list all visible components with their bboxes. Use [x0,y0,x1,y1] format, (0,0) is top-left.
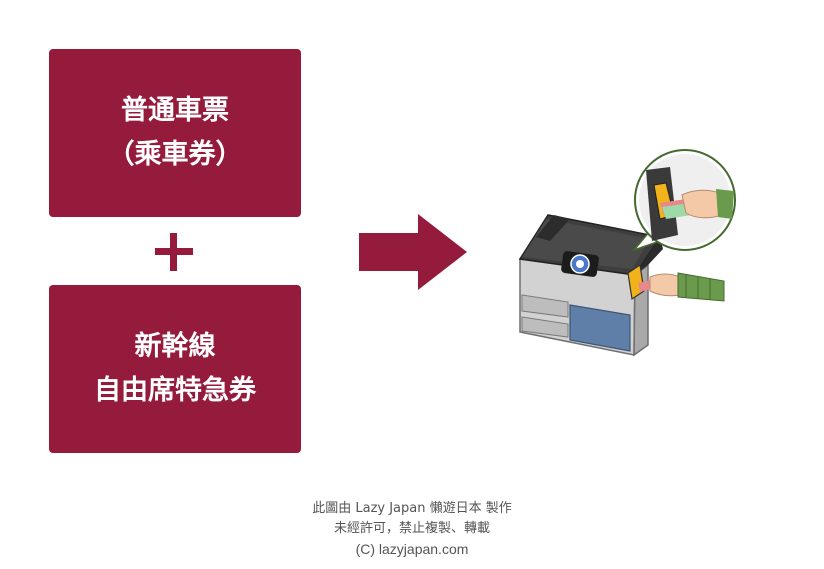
ticket-gate-illustration [518,149,736,357]
plus-icon [155,233,193,271]
card-top-line1: 普通車票 [121,95,229,126]
footer-line3: (C) lazyjapan.com [355,541,469,557]
ticket-card-shinkansen: 新幹線 自由席特急券 [49,285,301,453]
card-top-line2: （乘車券） [107,139,243,170]
footer-line2: 未經許可，禁止複製、轉載 [333,521,490,536]
ticket-card-regular: 普通車票 （乘車券） [49,49,301,217]
card-bottom-line2: 自由席特急券 [94,375,256,406]
card-bottom-line1: 新幹線 [134,331,216,362]
copyright-footer: 此圖由 Lazy Japan 懶遊日本 製作 未經許可，禁止複製、轉載 (C) … [212,499,612,559]
footer-line1: 此圖由 Lazy Japan 懶遊日本 製作 [312,501,512,516]
right-arrow-icon [359,214,467,290]
